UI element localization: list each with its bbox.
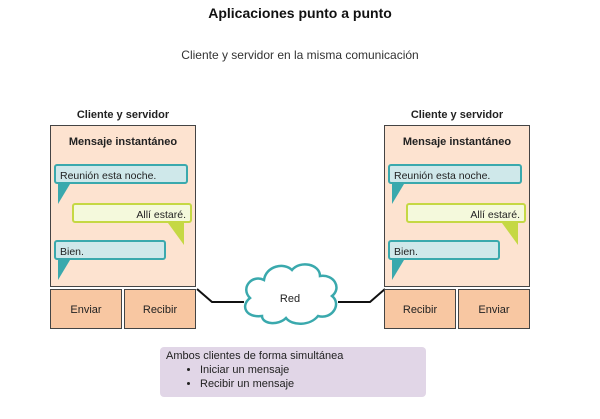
right-message-2: Allí estaré.: [406, 203, 526, 223]
right-message-3: Bien.: [388, 240, 500, 260]
left-app-title: Mensaje instantáneo: [68, 136, 178, 148]
left-message-3: Bien.: [54, 240, 166, 260]
right-peer-label: Cliente y servidor: [410, 109, 504, 121]
note-item: Iniciar un mensaje: [200, 363, 420, 377]
diagram-title: Aplicaciones punto a punto: [208, 5, 392, 21]
note-list: Iniciar un mensaje Recibir un mensaje: [166, 363, 420, 391]
note-item: Recibir un mensaje: [200, 377, 420, 391]
left-message-3-tail: [58, 260, 70, 280]
right-message-1: Reunión esta noche.: [388, 164, 522, 184]
left-message-1-tail: [58, 184, 70, 204]
left-link-line: [196, 288, 244, 303]
right-send-button[interactable]: Enviar: [458, 289, 530, 329]
right-message-3-tail: [392, 260, 404, 280]
right-message-1-tail: [392, 184, 404, 204]
left-send-button[interactable]: Enviar: [50, 289, 122, 329]
left-message-2-tail: [168, 223, 184, 245]
left-message-2: Allí estaré.: [72, 203, 192, 223]
right-link-line: [338, 288, 386, 303]
network-label: Red: [280, 293, 300, 305]
right-receive-button[interactable]: Recibir: [384, 289, 456, 329]
simultaneous-note: Ambos clientes de forma simultánea Inici…: [160, 347, 426, 397]
cloud-icon: [243, 263, 338, 325]
diagram-subtitle: Cliente y servidor en la misma comunicac…: [181, 48, 419, 62]
note-heading: Ambos clientes de forma simultánea: [166, 350, 344, 362]
left-receive-button[interactable]: Recibir: [124, 289, 196, 329]
right-message-2-tail: [502, 223, 518, 245]
left-peer-label: Cliente y servidor: [76, 109, 170, 121]
right-app-title: Mensaje instantáneo: [402, 136, 512, 148]
left-message-1: Reunión esta noche.: [54, 164, 188, 184]
